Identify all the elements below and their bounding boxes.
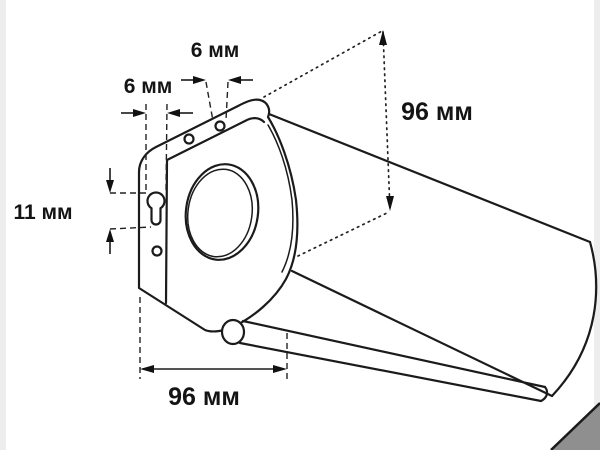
housing-bottom-edge	[290, 269, 554, 398]
slat-end-plug	[220, 318, 246, 346]
dim-extension-bottom	[109, 226, 152, 230]
dim-label-height: 96 мм	[401, 98, 473, 126]
dim-extension-bottom	[297, 211, 390, 257]
keyhole-slot	[146, 191, 166, 226]
dim-extension-right	[165, 103, 168, 192]
slat-top-edge	[241, 319, 547, 389]
dim-arrow-down-icon	[386, 196, 394, 211]
dim-arrow-up-icon	[379, 30, 387, 45]
left-edge-band	[0, 0, 6, 450]
dim-arrow-right-icon	[133, 109, 146, 117]
dimension-keyhole-height: 11 мм	[13, 168, 152, 254]
screw-hole-bottom	[151, 245, 163, 257]
dim-label-top-hole: 6 мм	[191, 39, 240, 62]
dimension-housing-depth: 96 мм	[139, 297, 288, 411]
dim-arrow-right-icon	[193, 76, 206, 84]
dim-arrow-left-icon	[228, 76, 241, 84]
slat-bottom-edge	[238, 341, 543, 403]
dimension-keyhole-width: 6 мм	[121, 75, 193, 192]
dim-label-keyhole-height: 11 мм	[13, 201, 72, 224]
dim-extension-left	[205, 81, 214, 122]
dim-arrow-left-icon	[140, 365, 154, 373]
housing-top-edge	[267, 112, 592, 244]
dimension-housing-height: 96 мм	[263, 30, 473, 257]
dim-arrow-up-icon	[106, 229, 114, 242]
dim-arrow-right-icon	[273, 365, 287, 373]
dim-extension-top	[263, 30, 383, 98]
dim-arrow-left-icon	[167, 109, 180, 117]
dim-dotted-line	[382, 31, 391, 211]
dim-label-depth: 96 мм	[168, 383, 240, 411]
screw-hole-top-left	[183, 133, 195, 145]
mounting-bracket	[137, 98, 299, 333]
dimension-top-hole: 6 мм	[181, 39, 253, 122]
slat-bar	[220, 318, 549, 403]
housing-end-curve	[550, 240, 598, 398]
dim-label-keyhole-width: 6 мм	[124, 75, 173, 98]
bracket-inner-edge	[164, 117, 266, 305]
bracket-right-rim	[267, 124, 294, 273]
oval-cutout-inner	[186, 168, 254, 258]
right-edge-band	[594, 0, 600, 450]
corner-edge-line	[550, 402, 600, 450]
dim-extension-right	[225, 81, 229, 121]
screen-housing	[267, 112, 598, 398]
screw-hole-top-right	[214, 120, 226, 132]
slat-end-curve	[539, 385, 549, 403]
dim-arrow-down-icon	[106, 180, 114, 193]
oval-cutout	[184, 163, 260, 261]
photo-corner	[550, 402, 600, 450]
